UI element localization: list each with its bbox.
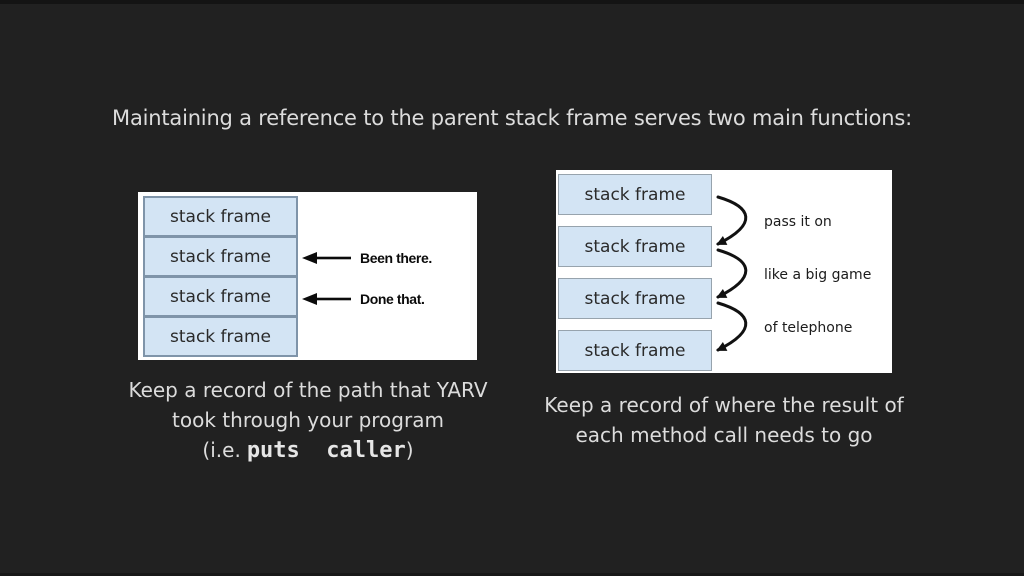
caption-line: Keep a record of the path that YARV [128,378,488,402]
left-arrow-icon [302,252,351,264]
slide-title: Maintaining a reference to the parent st… [112,106,912,130]
stack-frame-box: stack frame [558,278,712,319]
stack-frame-box: stack frame [558,226,712,267]
annotation-label: Done that. [360,291,425,307]
stack-frame-box: stack frame [558,174,712,215]
curved-arrow-icon [716,195,748,246]
left-diagram: stack frame stack frame stack frame stac… [138,192,477,360]
stack-frame-box: stack frame [143,196,298,237]
caption-prefix: (i.e. [202,438,241,462]
caption-line: (i.e.puts caller) [103,435,513,466]
curved-arrow-icon [716,248,748,299]
caption-line: Keep a record of where the result of [544,393,904,417]
caption-line: took through your program [172,408,444,432]
left-caption: Keep a record of the path that YARV took… [103,375,513,466]
caption-line: each method call needs to go [575,423,873,447]
caption-suffix: ) [405,438,414,462]
top-edge-divider [0,0,1024,4]
stack-frame-box: stack frame [558,330,712,371]
right-caption: Keep a record of where the result of eac… [519,390,929,450]
annotation-label: like a big game [764,267,872,283]
curved-arrow-icon [716,301,748,352]
annotation-label: Been there. [360,250,432,266]
code-snippet: puts caller [246,438,406,463]
left-arrow-icon [302,293,351,305]
stack-frame-box: stack frame [143,276,298,317]
annotation-label: pass it on [764,214,832,230]
right-diagram: stack frame stack frame stack frame stac… [556,170,892,373]
bottom-edge-divider [0,573,1024,576]
stack-frame-box: stack frame [143,316,298,357]
annotation-label: of telephone [764,320,853,336]
stack-frame-box: stack frame [143,236,298,277]
